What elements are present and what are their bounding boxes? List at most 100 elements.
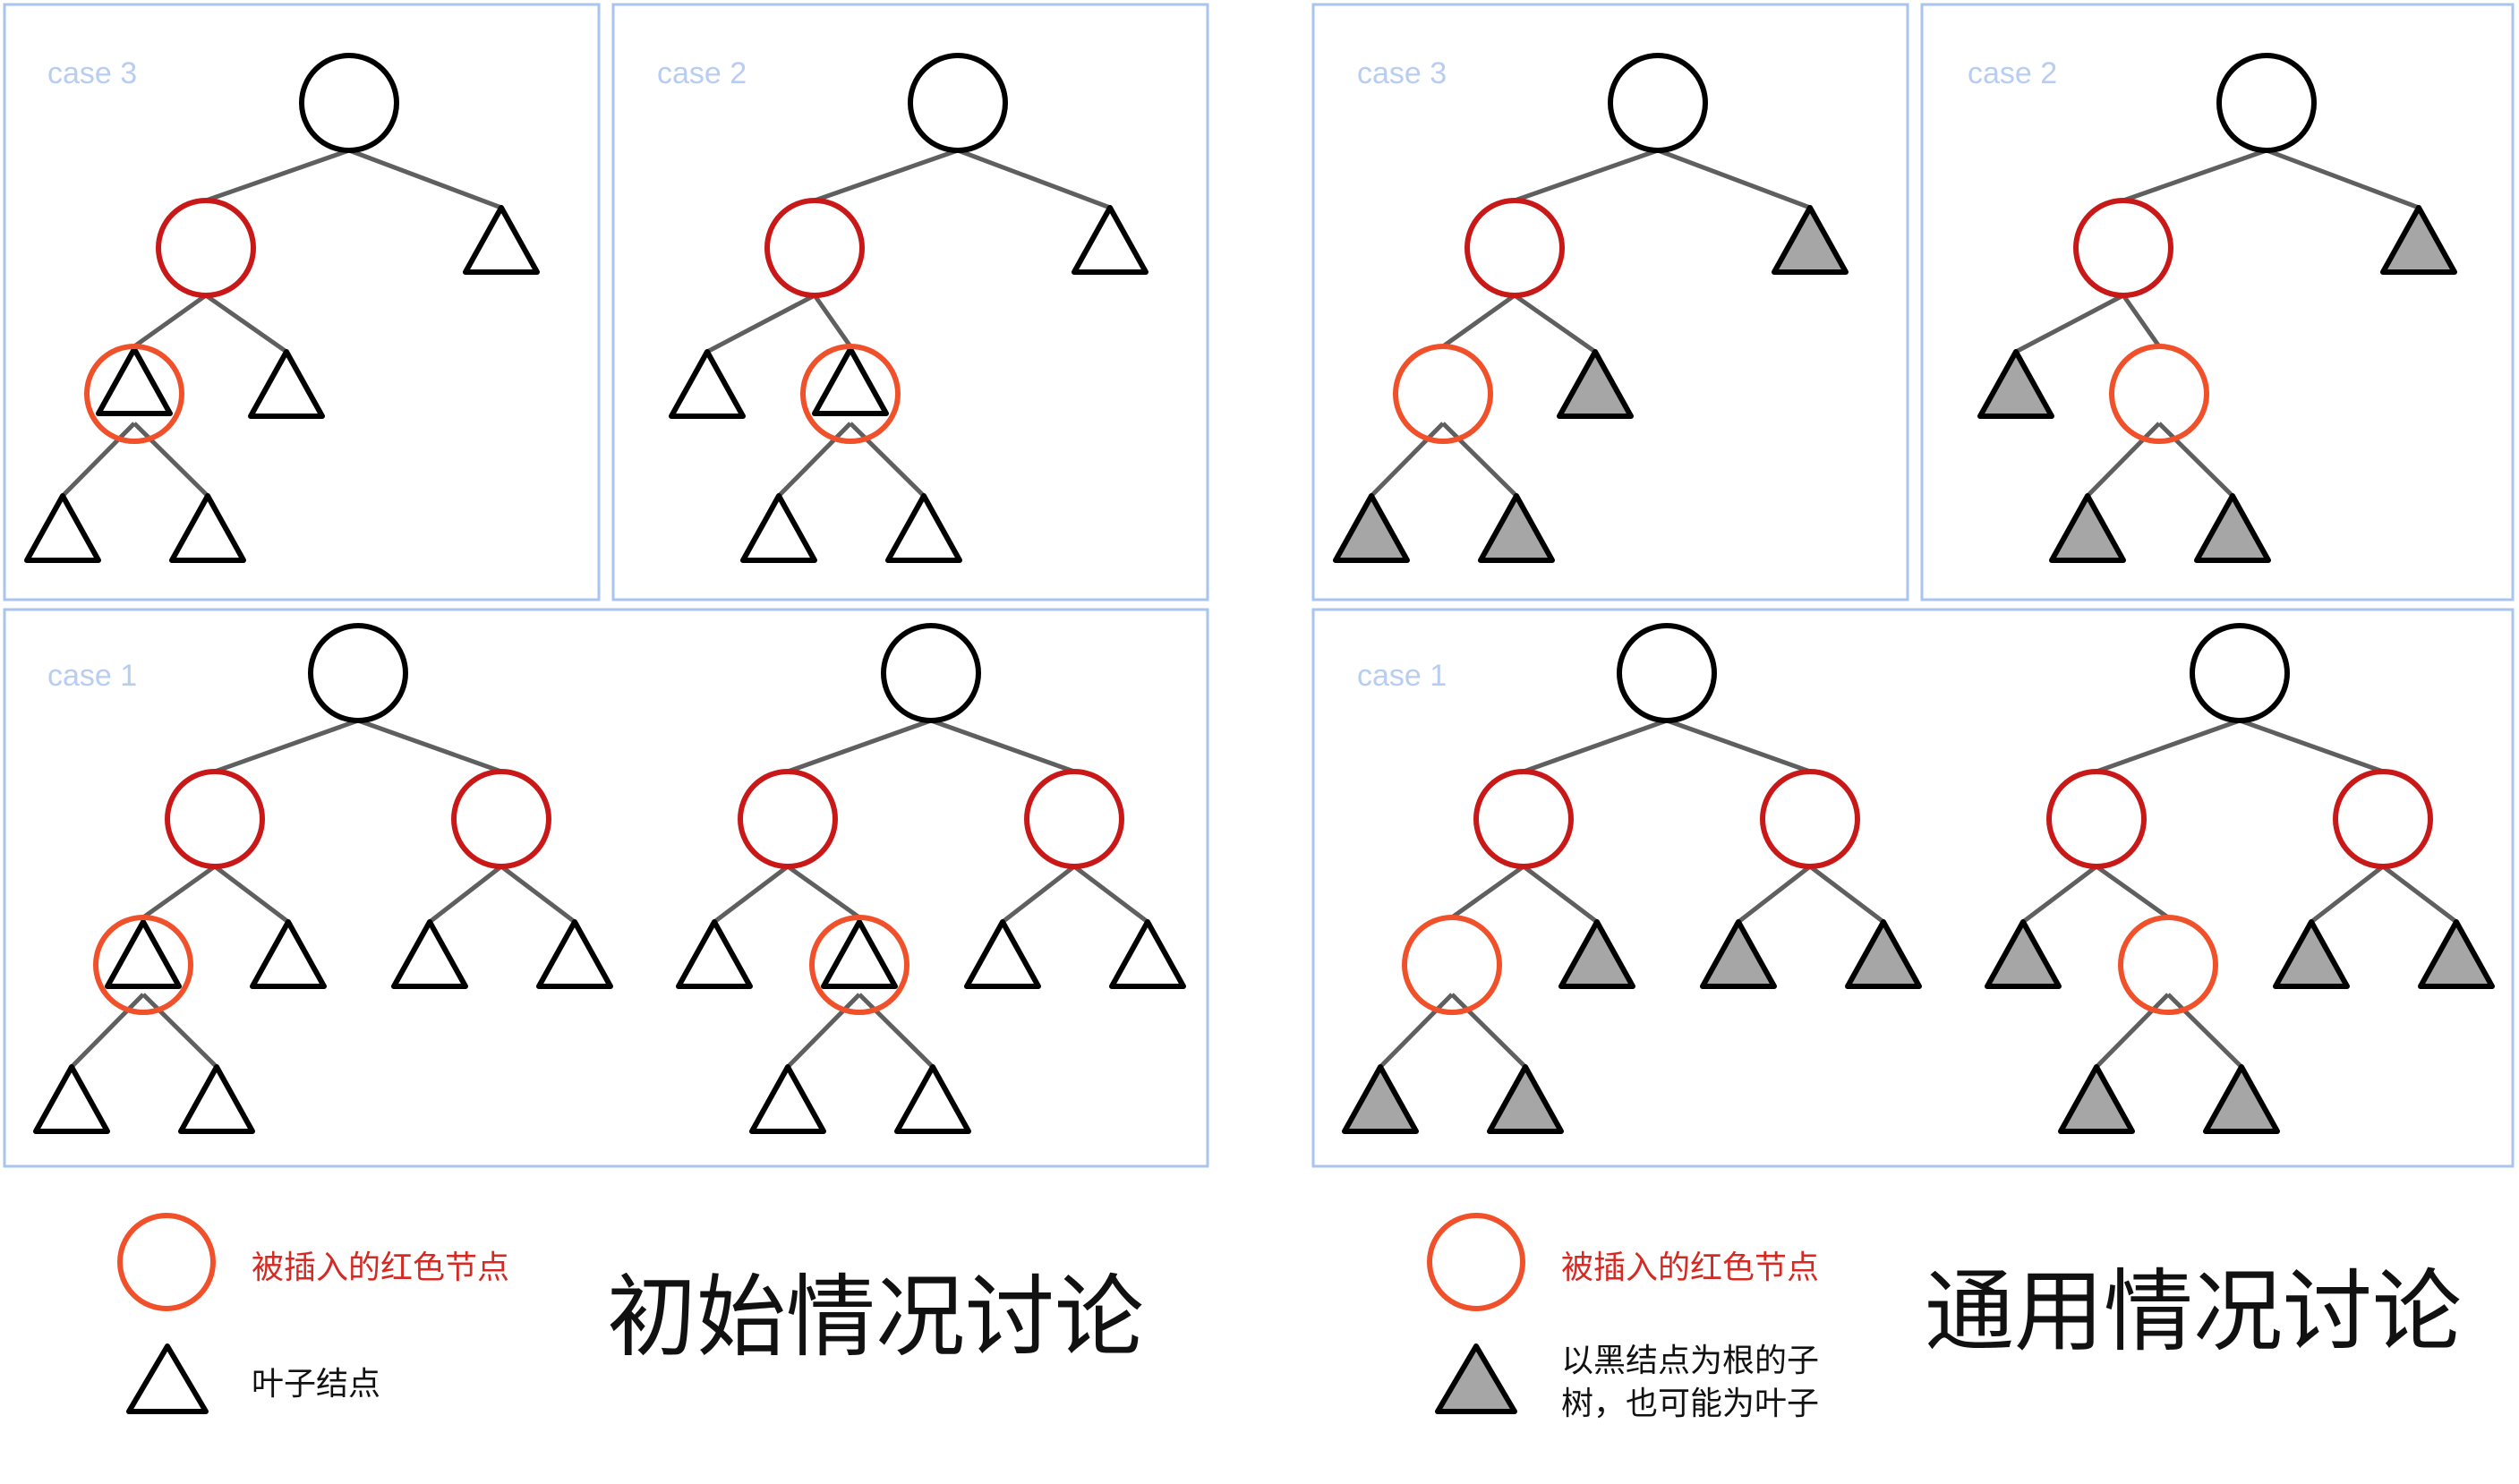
left-legend: 被插入的红色节点 叶子结点 bbox=[117, 1213, 509, 1414]
tree-edge bbox=[786, 864, 861, 920]
black-root-node bbox=[299, 53, 399, 153]
leaf-triangle bbox=[749, 1064, 826, 1134]
leaf-triangle bbox=[669, 349, 746, 419]
tree-edge bbox=[786, 993, 861, 1069]
panel-frame bbox=[3, 3, 601, 601]
inserted-node bbox=[84, 344, 184, 444]
leaf-triangle bbox=[821, 919, 898, 989]
panel-frame bbox=[1311, 608, 2515, 1168]
tree-edge bbox=[858, 993, 935, 1069]
leaf-triangle bbox=[463, 205, 540, 275]
tree-edge bbox=[814, 148, 959, 203]
leaf-triangle bbox=[96, 346, 173, 416]
subtree-triangle bbox=[2194, 493, 2271, 563]
tree-edge bbox=[213, 865, 290, 924]
tree-edge bbox=[204, 293, 288, 354]
tree-edge bbox=[1666, 718, 1811, 774]
red-uncle-node bbox=[1760, 769, 1860, 869]
red-parent-node bbox=[2073, 198, 2173, 298]
inserted-node bbox=[1393, 344, 1493, 444]
legend-subtree-icon bbox=[1435, 1343, 1517, 1414]
tree-edge bbox=[2095, 993, 2170, 1069]
tree-edge bbox=[1737, 865, 1812, 924]
tree-edge bbox=[205, 148, 350, 203]
subtree-triangle bbox=[1845, 919, 1922, 989]
inserted-node bbox=[2118, 915, 2218, 1015]
tree-edge bbox=[1072, 865, 1149, 924]
tree-edge bbox=[2021, 865, 2098, 924]
leaf-triangle bbox=[536, 919, 613, 989]
leaf-triangle bbox=[885, 493, 962, 563]
left-legend-inserted-text: 被插入的红色节点 bbox=[252, 1249, 509, 1286]
inserted-node bbox=[1402, 915, 1502, 1015]
leaf-triangle bbox=[894, 1064, 971, 1134]
tree-edge bbox=[1523, 718, 1668, 774]
subtree-triangle bbox=[1558, 919, 1635, 989]
subtree-triangle bbox=[1333, 493, 1410, 563]
leaf-triangle bbox=[105, 919, 182, 989]
legend-leaf-icon bbox=[126, 1343, 209, 1414]
black-root-node bbox=[2216, 53, 2317, 153]
tree-edge bbox=[428, 865, 503, 924]
subtree-triangle bbox=[2273, 919, 2350, 989]
leaf-triangle bbox=[740, 493, 817, 563]
subtree-triangle bbox=[2418, 919, 2495, 989]
tree-edge bbox=[132, 422, 209, 498]
tree-edge bbox=[1657, 148, 1811, 210]
subtree-triangle bbox=[2049, 493, 2126, 563]
legend-inserted-node-icon bbox=[117, 1213, 216, 1311]
panel-frames bbox=[3, 3, 2515, 1168]
tree-edge bbox=[2122, 148, 2267, 203]
leaf-triangle bbox=[676, 919, 753, 989]
tree-edge bbox=[1441, 293, 1516, 349]
tree-edge bbox=[713, 865, 790, 924]
inserted-node bbox=[800, 344, 901, 444]
panel-frame bbox=[611, 3, 1209, 601]
red-parent-node bbox=[1464, 198, 1565, 298]
black-root-node bbox=[2190, 623, 2290, 723]
tree-edge bbox=[70, 993, 145, 1069]
red-parent-node bbox=[165, 769, 265, 869]
subtree-triangle bbox=[1557, 349, 1634, 419]
left-case1-label: case 1 bbox=[47, 659, 137, 693]
tree-edge bbox=[1513, 293, 1597, 354]
tree-edge bbox=[357, 718, 502, 774]
tree-edge bbox=[777, 422, 852, 498]
right-legend-subtree-text-line1: 以黑结点为根的子 bbox=[1561, 1343, 1819, 1379]
tree-edge bbox=[1522, 865, 1599, 924]
red-uncle-node bbox=[451, 769, 551, 869]
tree-edge bbox=[141, 993, 218, 1069]
left-title: 初始情况讨论 bbox=[607, 1265, 1144, 1369]
subtree-triangle bbox=[1478, 493, 1555, 563]
tree-edge bbox=[957, 148, 1111, 210]
black-root-node bbox=[908, 53, 1008, 153]
left-case3-label: case 3 bbox=[47, 56, 137, 90]
red-uncle-node bbox=[2333, 769, 2433, 869]
legend-inserted-node-icon bbox=[1427, 1213, 1525, 1311]
red-parent-node bbox=[156, 198, 256, 298]
tree-edge bbox=[500, 865, 576, 924]
tree-edge bbox=[2121, 294, 2162, 348]
tree-edges bbox=[61, 148, 2458, 1069]
tree-edge bbox=[930, 718, 1075, 774]
leaf-triangle bbox=[33, 1064, 110, 1134]
tree-edge bbox=[2157, 422, 2234, 498]
left-legend-leaf-text: 叶子结点 bbox=[252, 1366, 380, 1403]
subtree-triangle bbox=[1772, 205, 1849, 275]
black-root-node bbox=[1617, 623, 1717, 723]
leaf-triangle bbox=[812, 346, 889, 416]
right-case2-label: case 2 bbox=[1968, 56, 2057, 90]
leaf-triangle bbox=[248, 349, 325, 419]
tree-edge bbox=[1441, 422, 1518, 498]
tree-edge bbox=[2014, 293, 2125, 354]
tree-edge bbox=[2239, 718, 2384, 774]
leaf-triangle bbox=[964, 919, 1041, 989]
red-parent-node bbox=[738, 769, 838, 869]
right-title: 通用情况讨论 bbox=[1925, 1259, 2462, 1364]
tree-edge bbox=[214, 718, 359, 774]
tree-edge bbox=[849, 422, 926, 498]
right-legend: 被插入的红色节点 以黑结点为根的子 树，也可能为叶子 bbox=[1427, 1213, 1819, 1422]
tree-nodes bbox=[24, 53, 2495, 1134]
right-legend-subtree-text-line2: 树，也可能为叶子 bbox=[1561, 1386, 1819, 1422]
subtree-triangle bbox=[2380, 205, 2457, 275]
